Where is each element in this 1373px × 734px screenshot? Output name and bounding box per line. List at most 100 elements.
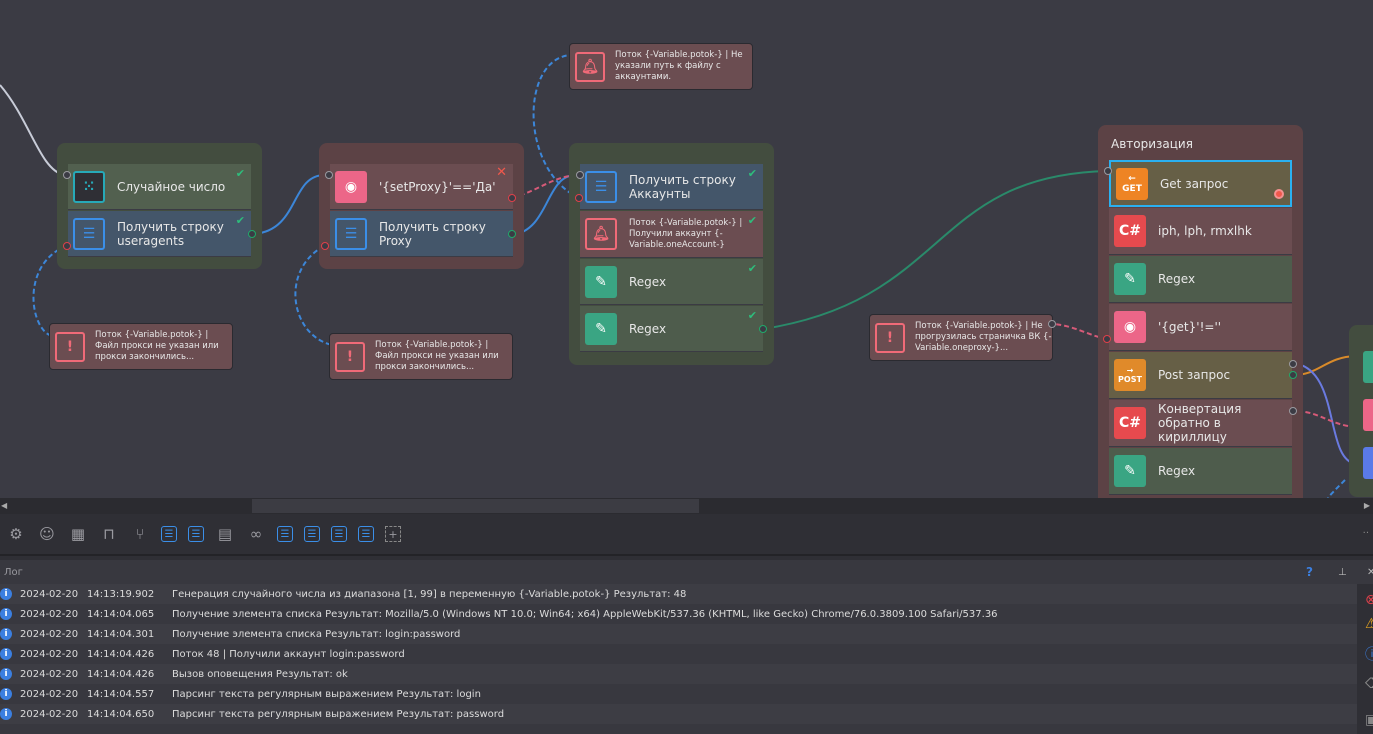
block-if-setproxy[interactable]: ◉'{setProxy}'=='Да'✕ [330,164,513,210]
block-get-string-useragents[interactable]: ☰Получить строку useragents✔ [68,211,251,257]
get-icon: ←GET [1116,167,1148,200]
wire [294,245,333,346]
block-get-string-accounts[interactable]: ☰Получить строку Аккаунты✔ [580,164,763,210]
csharp-icon: C# [1114,215,1146,247]
add-block-icon[interactable]: + [385,526,401,542]
error-icon: ✕ [496,165,507,180]
pencil-icon: ✎ [1114,263,1146,295]
branch-icon[interactable]: ⑂ [135,525,145,543]
csharp-icon: C# [1114,407,1146,439]
block-notify-account[interactable]: 🔔︎Поток {-Variable.potok-} | Получили ак… [580,211,763,258]
block-group-partial[interactable] [1349,325,1373,497]
check-icon: ✔ [747,309,757,322]
block-csharp[interactable]: C#iph, lph, rmxlhk [1109,208,1292,255]
user-icon[interactable]: ☺ [39,525,55,543]
list-icon: ☰ [335,217,367,250]
wire [511,174,577,199]
workflow-canvas[interactable]: ⁙Случайное число✔ ☰Получить строку usera… [0,0,1373,498]
output-port[interactable] [508,230,516,238]
input-port[interactable] [1289,360,1297,368]
bell-icon: 🔔︎ [585,218,617,250]
pin-button[interactable]: ⊥ [1338,566,1347,578]
note-warning[interactable]: !Поток {-Variable.potok-} | Файл прокси … [49,323,233,370]
error-port[interactable] [63,242,71,250]
block-regex[interactable]: ✎Regex✔ [580,259,763,305]
scrollbar-thumb[interactable] [252,499,699,513]
list-icon[interactable]: ☰ [331,526,347,542]
link-icon[interactable]: ∞ [249,525,263,543]
list-icon[interactable]: ☰ [188,526,204,542]
list-icon[interactable]: ☰ [304,526,320,542]
output-port[interactable] [1289,371,1297,379]
block-group[interactable]: ☰Получить строку Аккаунты✔ 🔔︎Поток {-Var… [569,143,774,365]
block-regex[interactable]: ✎Regex [1109,448,1292,495]
input-port[interactable] [1104,167,1112,175]
note-warning[interactable]: !Поток {-Variable.potok-} | Не прогрузил… [869,314,1053,361]
input-port[interactable] [1048,320,1056,328]
note-alert[interactable]: 🔔︎Поток {-Variable.potok-} | Не указали … [569,43,753,90]
input-port[interactable] [576,171,584,179]
clear-filter-icon[interactable]: ⌫ [1365,676,1373,692]
block-get-string-proxy[interactable]: ☰Получить строку Proxy [330,211,513,257]
warning-icon: ! [335,341,365,372]
warning-icon: ! [875,322,905,353]
output-port[interactable] [759,325,767,333]
file-code-icon[interactable]: ▤ [217,525,233,543]
scroll-right-icon[interactable]: ▶ [1363,501,1370,510]
list-icon[interactable]: ☰ [358,526,374,542]
error-port[interactable] [321,242,329,250]
info-filter-icon[interactable]: ⓘ [1365,647,1373,663]
gear-icon[interactable]: ⚙ [9,525,23,543]
block-regex[interactable]: ✎Regex✔ [580,306,763,352]
lock-icon[interactable]: ⊓ [103,525,115,543]
warning-icon: ! [55,331,85,362]
group-title: Авторизация [1111,137,1193,151]
block-if-get[interactable]: ◉'{get}'!='' [1109,304,1292,351]
note-warning[interactable]: !Поток {-Variable.potok-} | Файл прокси … [329,333,513,380]
block-random-number[interactable]: ⁙Случайное число✔ [68,164,251,210]
check-icon: ✔ [235,214,245,227]
toggle-icon: ◉ [1114,311,1146,343]
breakpoint-icon[interactable] [1274,189,1284,199]
block-group[interactable]: ⁙Случайное число✔ ☰Получить строку usera… [57,143,262,269]
list-icon[interactable]: ☰ [277,526,293,542]
block-group[interactable]: ◉'{setProxy}'=='Да'✕ ☰Получить строку Pr… [319,143,524,269]
block-csharp-convert[interactable]: C#Конвертация обратно в кириллицу [1109,400,1292,447]
export-icon[interactable]: ▣ [1365,712,1373,728]
error-port[interactable] [1103,335,1111,343]
input-port[interactable] [63,171,71,179]
output-port[interactable] [248,230,256,238]
wire [0,84,65,176]
wire [762,170,1109,330]
wire [1327,479,1346,498]
pencil-icon: ✎ [585,265,617,298]
log-filter-sidebar: ⊗ ⚠ ⓘ ⌫ ▣ [1357,584,1373,734]
input-port[interactable] [1289,407,1297,415]
error-filter-icon[interactable]: ⊗ [1365,592,1373,608]
info-icon: i [0,588,12,600]
warning-filter-icon[interactable]: ⚠ [1365,616,1373,632]
scroll-left-icon[interactable]: ◀ [1,501,8,510]
block-regex[interactable]: ✎Regex [1109,256,1292,303]
dice-icon: ⁙ [73,170,105,203]
grid-icon[interactable]: ▦ [70,525,86,543]
error-port[interactable] [575,194,583,202]
help-button[interactable]: ? [1306,565,1313,579]
more-icon[interactable]: ·· [1362,528,1369,539]
horizontal-scrollbar[interactable]: ◀ ▶ [0,498,1373,514]
list-icon[interactable]: ☰ [161,526,177,542]
error-port[interactable] [508,194,516,202]
input-port[interactable] [325,171,333,179]
close-button[interactable]: ✕ [1367,566,1373,578]
